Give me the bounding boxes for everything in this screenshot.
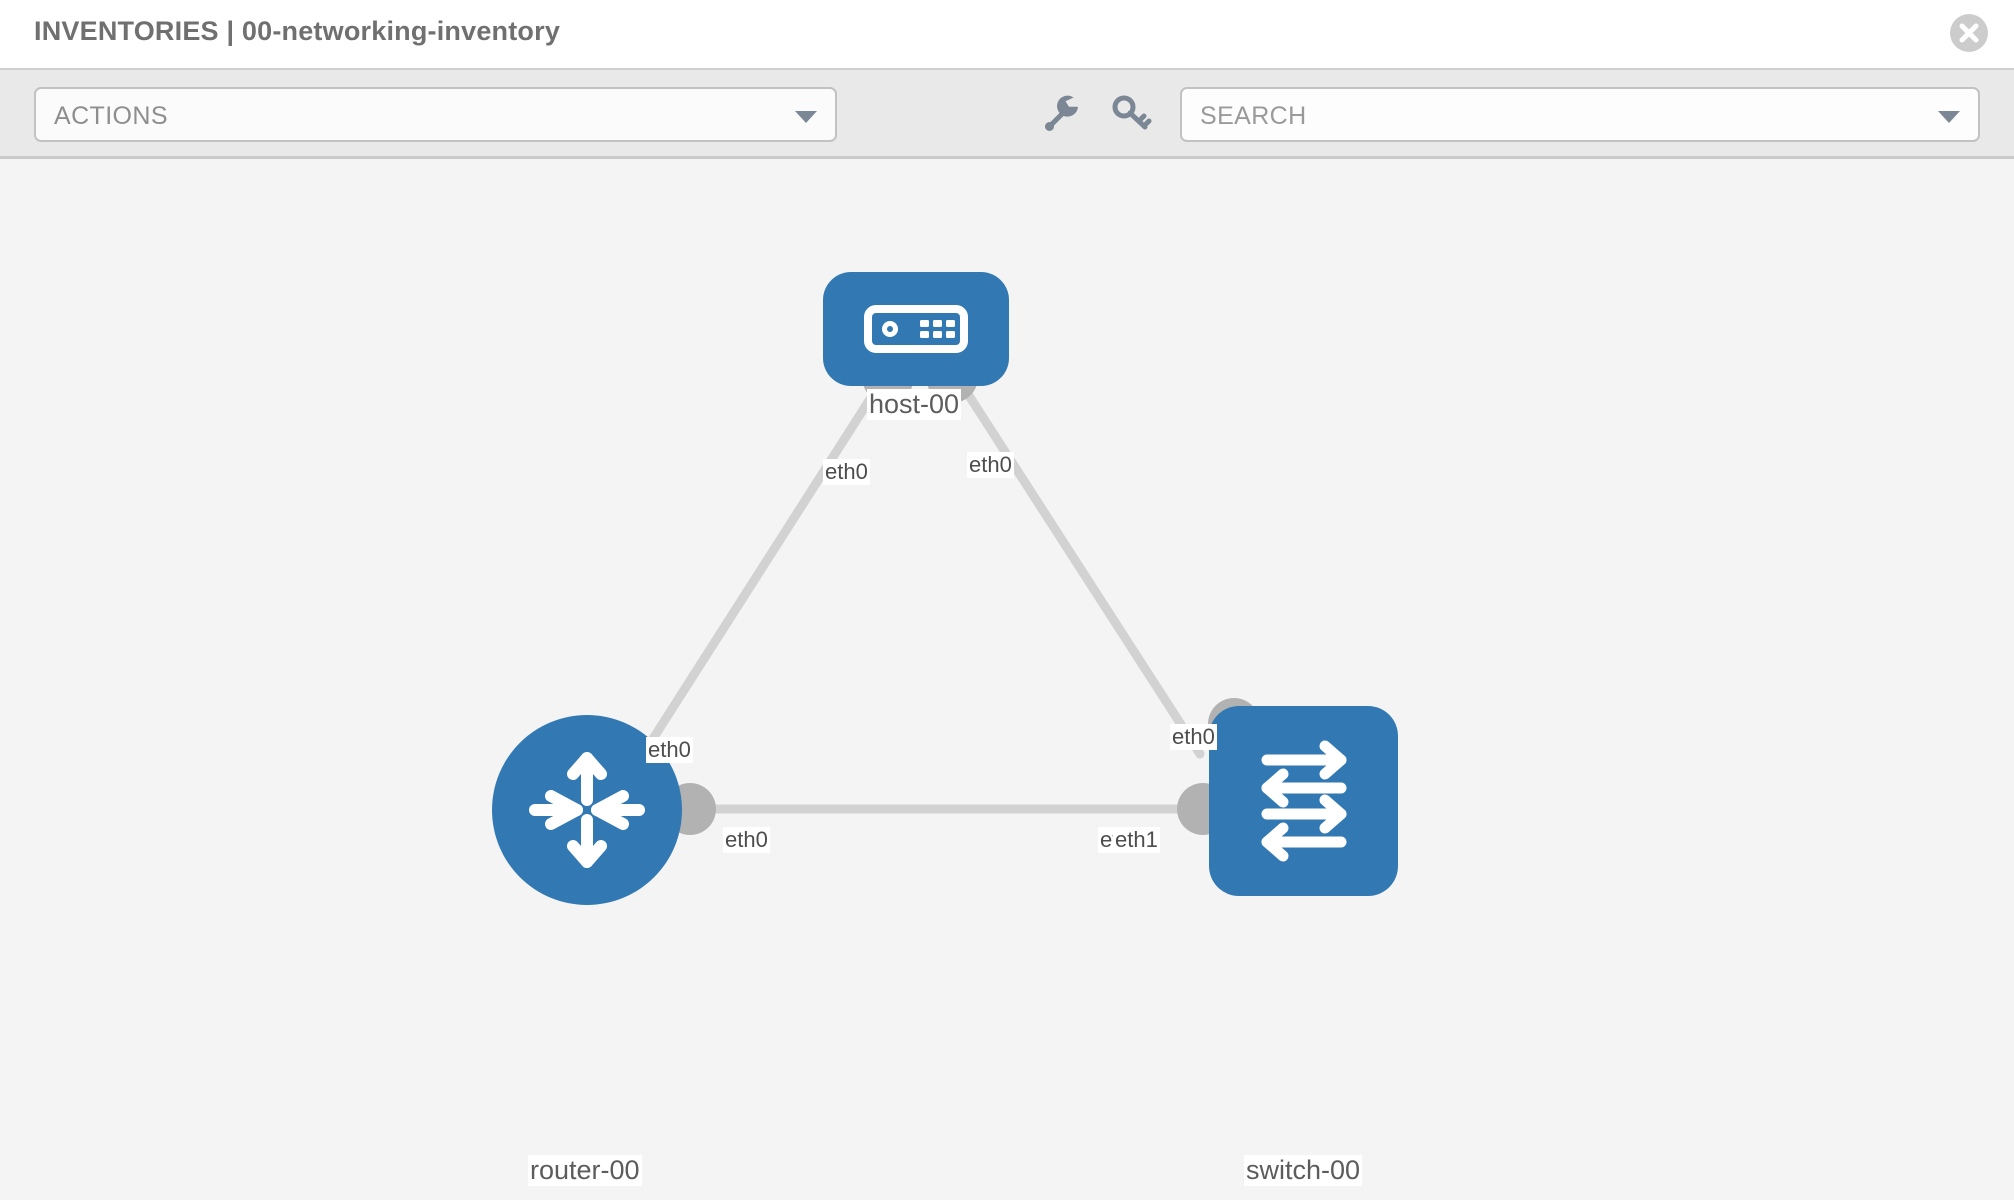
edge-host-router (635, 369, 891, 764)
node-router-00-label: router-00 (528, 1155, 642, 1186)
actions-dropdown[interactable]: ACTIONS (34, 87, 837, 142)
search-input[interactable]: SEARCH (1180, 87, 1980, 142)
topology-canvas[interactable]: host-00 router-00 (0, 159, 2014, 1200)
server-icon (864, 305, 968, 353)
edge-label-host-left: eth0 (823, 459, 870, 485)
toolbar: ACTIONS SEARCH (0, 68, 2014, 159)
router-icon (529, 752, 645, 868)
wrench-icon[interactable] (1040, 90, 1086, 136)
edge-host-switch (950, 369, 1205, 759)
edge-label-router-up: eth0 (646, 737, 693, 763)
node-switch-00-label: switch-00 (1244, 1155, 1363, 1186)
edge-label-host-right: eth0 (967, 452, 1014, 478)
page-title: INVENTORIES | 00-networking-inventory (34, 16, 561, 46)
node-host-00-label: host-00 (867, 389, 962, 420)
key-icon[interactable] (1108, 90, 1154, 136)
search-placeholder: SEARCH (1200, 102, 1307, 130)
node-router-00-shape (492, 715, 682, 905)
node-host-00[interactable]: host-00 (823, 272, 1009, 420)
edge-label-switch-up: eth0 (1170, 724, 1217, 750)
node-switch-00[interactable]: switch-00 (1209, 706, 1398, 1186)
switch-icon (1261, 740, 1346, 862)
chevron-down-icon (1938, 111, 1960, 123)
edge-label-switch-left-b: eth1 (1113, 827, 1160, 853)
page-header: INVENTORIES | 00-networking-inventory (0, 0, 2014, 68)
edge-label-router-right: eth0 (723, 827, 770, 853)
chevron-down-icon (795, 111, 817, 123)
actions-dropdown-label: ACTIONS (54, 102, 168, 130)
node-router-00[interactable]: router-00 (492, 715, 682, 1186)
node-switch-00-shape (1209, 706, 1398, 896)
close-icon[interactable] (1950, 14, 1988, 52)
node-host-00-shape (823, 272, 1009, 386)
